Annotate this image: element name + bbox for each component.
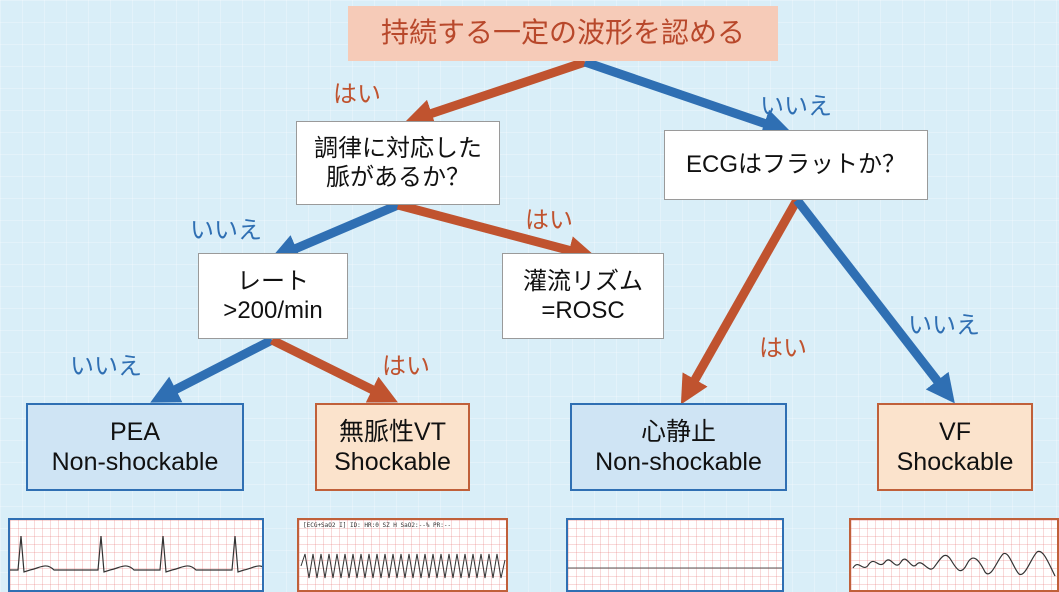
vt-result-line2: Shockable <box>334 448 451 476</box>
vf-result-line2: Shockable <box>896 448 1014 476</box>
label-no-pulse: いいえ <box>190 217 262 244</box>
flat-question-text: ECGはフラットか？ <box>685 151 906 179</box>
rosc-result-line2: =ROSC <box>541 297 625 324</box>
label-yes-root: はい <box>333 81 381 108</box>
rate-question: レート >200/min <box>198 253 348 339</box>
root-question-text: 持続する一定の波形を認める <box>380 17 745 49</box>
ecg-trace-vf <box>852 550 1056 577</box>
arrow-rate-yes <box>270 335 398 403</box>
ecg-strip-vt: [ECG+SaO2 I] ID: HR:0 SZ H SaO2:--% PR:-… <box>297 518 508 592</box>
asystole-result: 心静止 Non-shockable <box>570 403 787 491</box>
vt-result: 無脈性VT Shockable <box>315 403 470 491</box>
arrow-root-yes <box>404 57 587 128</box>
pea-result-line2: Non-shockable <box>51 448 219 476</box>
ecg-trace-vt <box>300 553 506 579</box>
pea-result-line1: PEA <box>109 417 161 446</box>
vt-result-line1: 無脈性VT <box>339 417 446 446</box>
ecg-trace-asystole <box>568 567 782 569</box>
rosc-result-line1: 灌流リズム <box>523 267 643 295</box>
arrow-root-no <box>583 57 792 137</box>
label-no-flat: いいえ <box>908 312 980 339</box>
pulse-question-line1: 調律に対応した <box>314 134 482 162</box>
pea-result: PEA Non-shockable <box>26 403 244 491</box>
label-yes-rate: はい <box>382 353 430 380</box>
arrow-flat-yes <box>680 197 801 405</box>
label-yes-pulse: はい <box>525 207 573 234</box>
rate-question-line2: >200/min <box>223 297 323 324</box>
vf-result: VF Shockable <box>877 403 1033 491</box>
asystole-result-line2: Non-shockable <box>595 448 762 476</box>
rate-question-line1: レート <box>237 267 309 295</box>
label-no-rate: いいえ <box>70 353 142 380</box>
arrow-pulse-no <box>269 200 400 262</box>
ecg-trace-pea <box>10 535 262 573</box>
label-yes-flat: はい <box>759 335 807 362</box>
label-no-root: いいえ <box>760 93 832 120</box>
ecg-strip-vf <box>849 518 1059 592</box>
monitor-header-text: [ECG+SaO2 I] ID: HR:0 SZ H SaO2:--% PR:-… <box>303 522 452 529</box>
arrow-pulse-yes <box>396 200 597 265</box>
arrow-rate-no <box>150 335 275 403</box>
root-question: 持続する一定の波形を認める <box>348 6 778 61</box>
flat-question: ECGはフラットか？ <box>664 130 928 200</box>
ecg-strip-pea <box>8 518 264 592</box>
vf-result-line1: VF <box>939 417 971 446</box>
pulse-question-line2: 脈があるか？ <box>326 164 470 191</box>
pulse-question: 調律に対応した 脈があるか？ <box>296 121 500 205</box>
ecg-strip-asystole <box>566 518 784 592</box>
rosc-result: 灌流リズム =ROSC <box>502 253 664 339</box>
asystole-result-line1: 心静止 <box>640 417 716 446</box>
arrow-flat-no <box>793 197 955 404</box>
